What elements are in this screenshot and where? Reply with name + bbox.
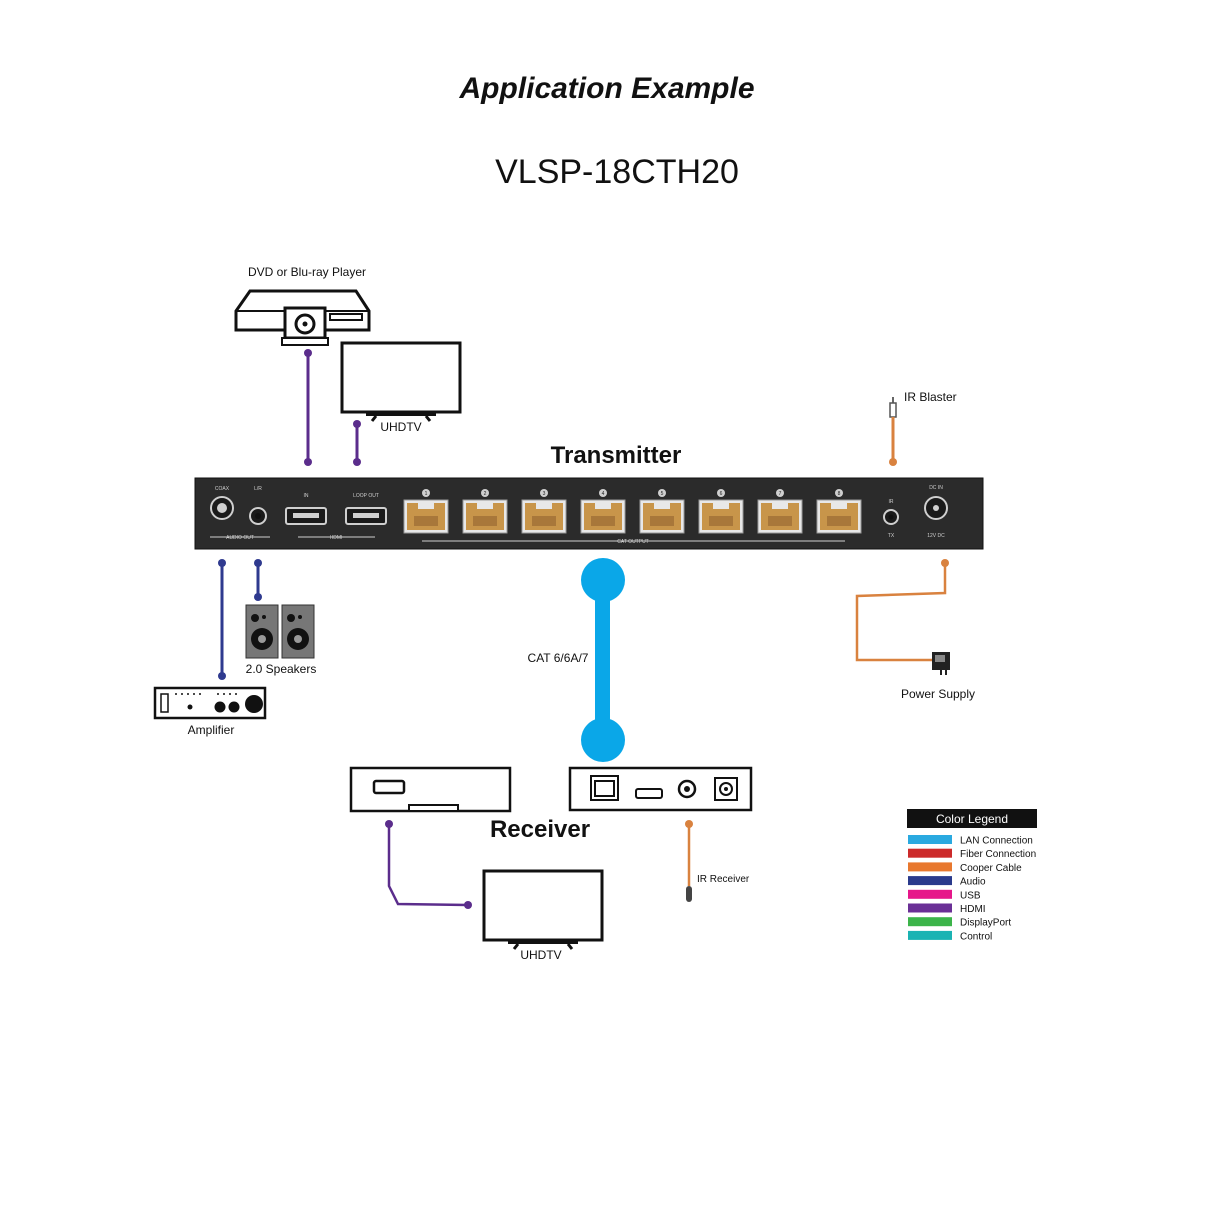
rj45-port-number: 4 xyxy=(602,491,605,497)
rj45-ports: 1 2 3 4 5 6 7 8 xyxy=(403,489,862,534)
rj45-port-5: 5 xyxy=(639,489,685,534)
model-name: VLSP-18CTH20 xyxy=(495,153,739,191)
legend-label: Control xyxy=(960,931,992,942)
legend-item: Control xyxy=(908,930,992,942)
svg-text:IN: IN xyxy=(304,493,309,499)
transmitter-label: Transmitter xyxy=(551,442,682,469)
svg-text:L/R: L/R xyxy=(254,486,262,492)
legend-label: Cooper Cable xyxy=(960,863,1022,874)
uhdtv-top-icon xyxy=(340,341,462,422)
legend-item: Cooper Cable xyxy=(908,862,1022,874)
legend-swatch xyxy=(908,862,952,872)
legend-item: DisplayPort xyxy=(908,917,1011,929)
receiver-rear-panel xyxy=(568,766,753,812)
audio-cable-amplifier xyxy=(218,559,226,680)
rj45-port-number: 2 xyxy=(484,491,487,497)
hdmi-cable-uhdtv-top xyxy=(353,420,361,466)
legend-swatch xyxy=(908,917,952,927)
power-supply-label: Power Supply xyxy=(901,687,975,701)
amplifier-icon xyxy=(153,686,267,720)
legend-label: Fiber Connection xyxy=(960,849,1036,860)
legend-item: HDMI xyxy=(908,903,986,915)
hdmi-cable-uhdtv-bottom xyxy=(385,820,472,909)
power-supply-icon xyxy=(932,652,950,675)
legend-swatch xyxy=(908,876,952,886)
svg-text:LOOP OUT: LOOP OUT xyxy=(353,493,379,499)
legend-swatch xyxy=(908,889,952,899)
dvd-label: DVD or Blu-ray Player xyxy=(248,265,366,279)
amplifier-label: Amplifier xyxy=(188,723,235,737)
cable-label: CAT 6/6A/7 xyxy=(528,651,589,665)
rj45-port-4: 4 xyxy=(580,489,626,534)
legend-swatch xyxy=(908,930,952,940)
legend-label: DisplayPort xyxy=(960,918,1011,929)
rj45-port-1: 1 xyxy=(403,489,449,534)
legend-swatch xyxy=(908,835,952,844)
svg-text:COAX: COAX xyxy=(215,486,230,492)
uhdtv-bottom-label: UHDTV xyxy=(520,948,561,962)
power-cable xyxy=(855,559,949,662)
hdmi-cable-dvd xyxy=(304,349,312,466)
receiver-label: Receiver xyxy=(490,816,590,843)
rj45-port-number: 1 xyxy=(425,491,428,497)
legend-item: LAN Connection xyxy=(908,835,1033,847)
legend-item: Fiber Connection xyxy=(908,848,1036,860)
speakers-label: 2.0 Speakers xyxy=(246,662,317,676)
uhdtv-top-label: UHDTV xyxy=(380,420,421,434)
rj45-port-3: 3 xyxy=(521,489,567,534)
rj45-port-2: 2 xyxy=(462,489,508,534)
legend-label: HDMI xyxy=(960,904,986,915)
svg-text:AUDIO OUT: AUDIO OUT xyxy=(226,535,254,541)
legend-swatch xyxy=(908,903,952,913)
rj45-port-8: 8 xyxy=(816,489,862,534)
legend-item: Audio xyxy=(908,876,986,888)
legend-title: Color Legend xyxy=(936,812,1008,826)
svg-text:IR: IR xyxy=(889,499,894,505)
rj45-port-number: 7 xyxy=(779,491,782,497)
rj45-port-number: 3 xyxy=(543,491,546,497)
uhdtv-bottom-icon xyxy=(482,869,604,950)
rj45-port-6: 6 xyxy=(698,489,744,534)
dvd-player-icon xyxy=(234,289,371,346)
svg-text:TX: TX xyxy=(888,533,895,539)
audio-cable-speakers xyxy=(254,559,262,601)
svg-text:CAT OUTPUT: CAT OUTPUT xyxy=(617,539,648,545)
legend-label: Audio xyxy=(960,877,986,888)
svg-text:HDMI: HDMI xyxy=(330,535,343,541)
legend-label: USB xyxy=(960,890,981,901)
rj45-port-number: 6 xyxy=(720,491,723,497)
cat-cable xyxy=(581,558,625,762)
ir-blaster-icon xyxy=(889,397,897,466)
rj45-port-number: 8 xyxy=(838,491,841,497)
svg-text:12V DC: 12V DC xyxy=(927,533,945,539)
speakers-icon xyxy=(245,604,315,659)
legend-label: LAN Connection xyxy=(960,836,1033,847)
ir-receiver-label: IR Receiver xyxy=(697,874,750,885)
svg-text:DC IN: DC IN xyxy=(929,485,943,491)
rj45-port-number: 5 xyxy=(661,491,664,497)
title: Application Example xyxy=(458,72,754,105)
ir-receiver-icon xyxy=(685,820,693,902)
ir-blaster-label: IR Blaster xyxy=(904,390,957,404)
rj45-port-7: 7 xyxy=(757,489,803,534)
receiver-front-panel xyxy=(349,766,512,813)
legend-swatch xyxy=(908,848,952,858)
legend-item: USB xyxy=(908,889,981,901)
